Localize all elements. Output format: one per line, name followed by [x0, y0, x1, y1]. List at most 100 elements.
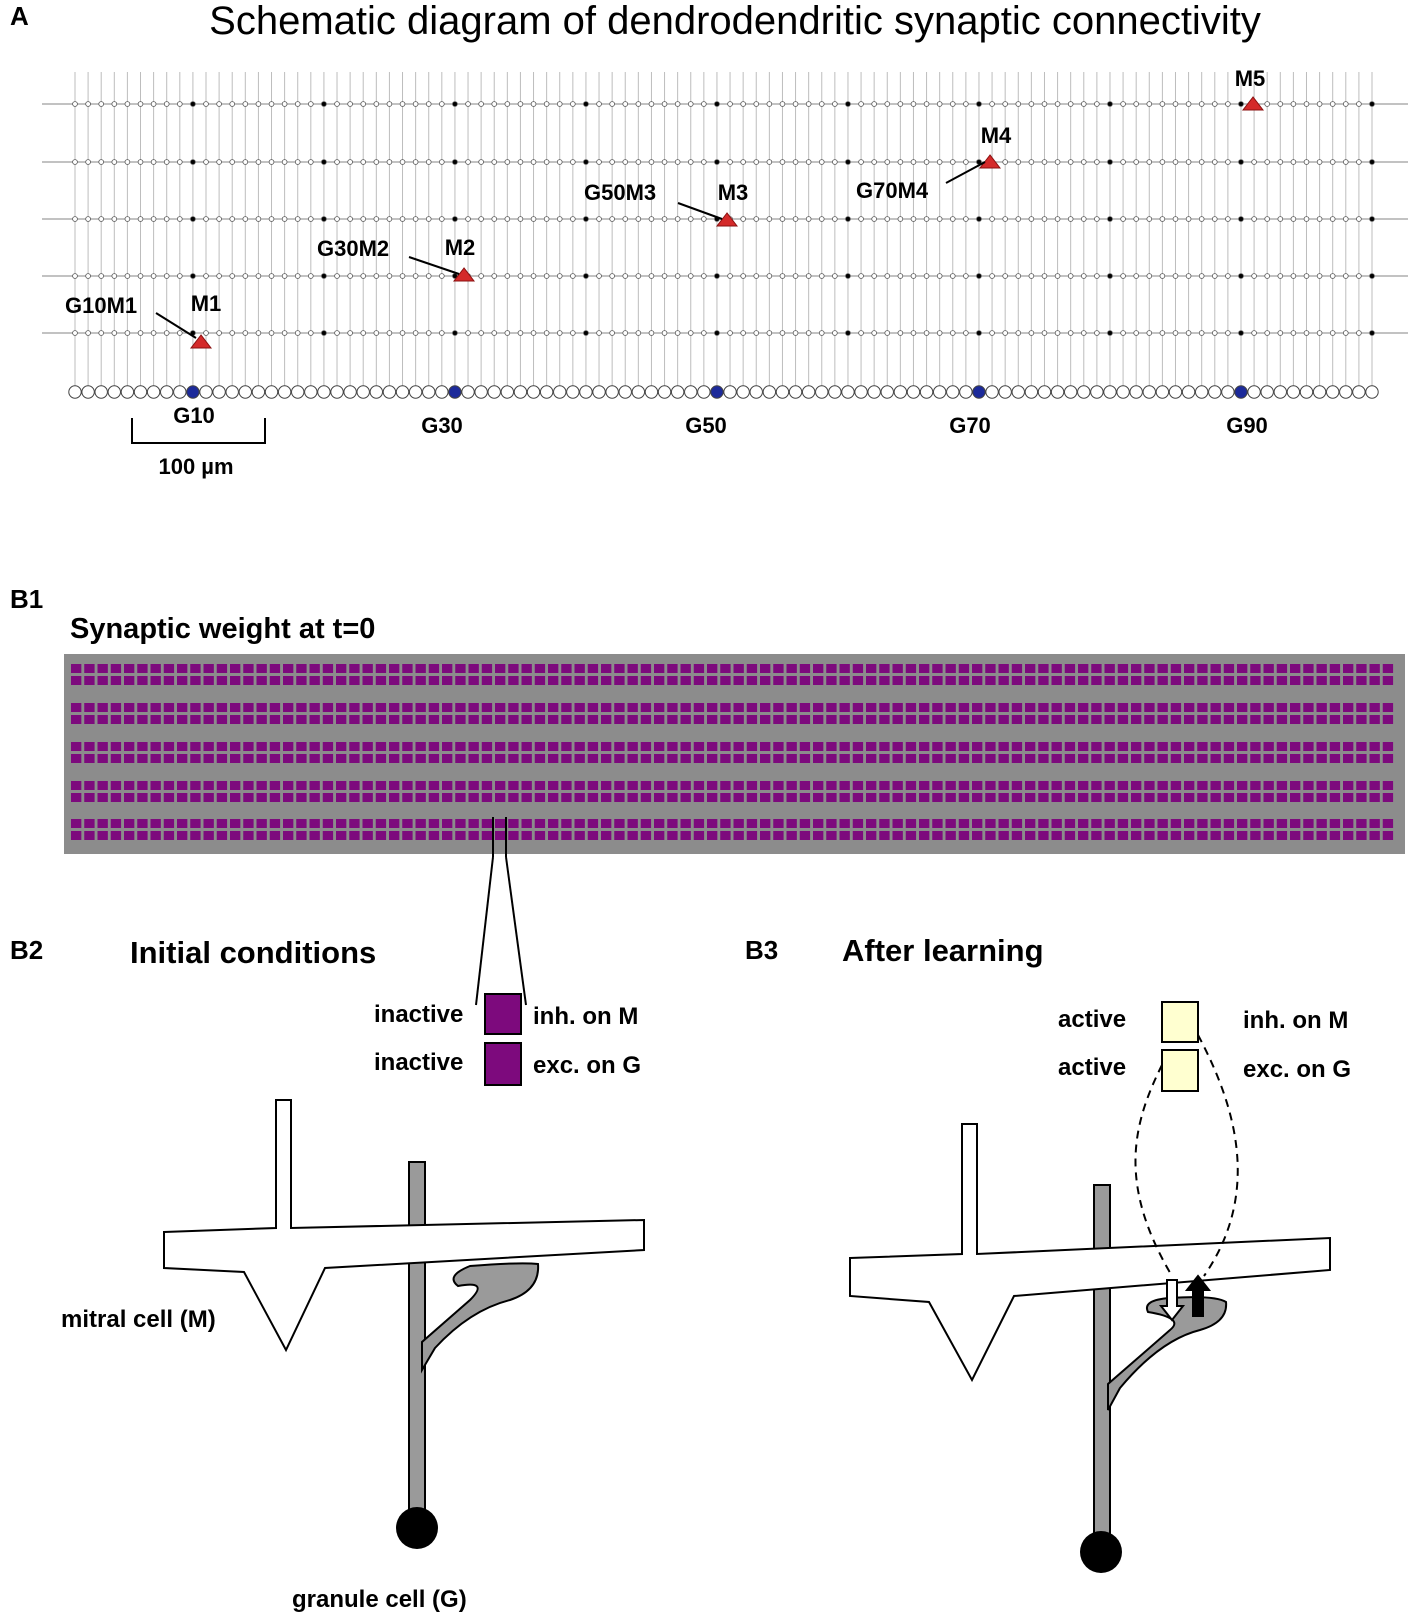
weight-cell-inh — [866, 664, 877, 673]
weight-cell-inh — [362, 781, 373, 790]
granule-cell — [775, 385, 790, 399]
weight-cell-exc — [84, 754, 95, 763]
synapse-node — [648, 273, 655, 279]
weight-cell-inh — [1011, 819, 1023, 828]
weight-cell-exc — [1025, 754, 1036, 763]
weight-cell-exc — [415, 831, 426, 840]
synapse-node — [85, 330, 91, 336]
synapse-node — [373, 216, 380, 222]
synapse-node — [871, 273, 877, 279]
weight-cell-exc — [375, 831, 387, 840]
synapse-node — [805, 101, 812, 107]
weight-cell-inh — [150, 742, 161, 751]
weight-cell-inh — [84, 703, 95, 712]
weight-cell-inh — [124, 742, 135, 751]
weight-cell-inh — [177, 819, 188, 828]
weight-cell-inh — [786, 742, 797, 751]
synapse-node — [1080, 101, 1087, 107]
synapse-node — [1329, 159, 1336, 165]
weight-cell-inh — [1316, 819, 1327, 828]
weight-cell-inh — [813, 781, 824, 790]
weight-cell-inh — [773, 819, 784, 828]
weight-cell-exc — [707, 831, 718, 840]
weight-cell-inh — [574, 664, 585, 673]
weight-cell-inh — [322, 703, 334, 712]
mitral-label-m1: M1 — [191, 291, 222, 316]
weight-cell-exc — [269, 715, 281, 724]
weight-cell-exc — [243, 676, 254, 685]
granule-cell — [985, 385, 999, 399]
weight-cell-exc — [1144, 831, 1155, 840]
weight-cell-inh — [707, 703, 718, 712]
synapse-node — [871, 159, 877, 165]
synapse-node — [635, 330, 642, 336]
weight-cell-exc — [230, 831, 241, 840]
synapse-node — [177, 159, 183, 165]
weight-cell-inh — [1290, 819, 1301, 828]
synapse-node — [714, 330, 720, 336]
weight-cell-exc — [468, 831, 479, 840]
weight-cell-exc — [839, 676, 850, 685]
weight-matrix-cells — [71, 664, 1394, 840]
weight-cell-exc — [243, 793, 254, 802]
b2-mitral-dendrite — [163, 1099, 645, 1353]
weight-cell-exc — [521, 715, 532, 724]
weight-cell-exc — [1329, 676, 1341, 685]
synapse-node — [465, 101, 471, 107]
panel-b3-title: After learning — [842, 933, 1044, 968]
synapse-node — [203, 273, 209, 279]
weight-cell-inh — [508, 703, 519, 712]
weight-cell-exc — [1369, 831, 1380, 840]
b3-row2-state: active — [1058, 1054, 1126, 1081]
synapse-node — [1356, 216, 1362, 222]
granule-label-g50: G50 — [685, 413, 727, 438]
synapse-node — [1185, 330, 1192, 336]
granule-cell — [1352, 385, 1366, 399]
granule-label-g70: G70 — [949, 413, 991, 438]
synapse-node — [1015, 159, 1022, 165]
weight-cell-inh — [1303, 703, 1314, 712]
synapse-node — [1329, 330, 1336, 336]
weight-cell-exc — [760, 793, 771, 802]
weight-cell-inh — [1011, 664, 1023, 673]
weight-cell-inh — [190, 781, 201, 790]
synapse-node — [910, 330, 917, 336]
synapse-node — [1172, 159, 1179, 165]
weight-cell-inh — [481, 819, 493, 828]
weight-cell-inh — [746, 664, 758, 673]
weight-cell-exc — [945, 831, 956, 840]
weight-cell-inh — [283, 781, 294, 790]
weight-cell-inh — [839, 664, 850, 673]
weight-cell-inh — [1210, 664, 1221, 673]
b3-inhibitory-arrow — [1158, 1279, 1186, 1322]
weight-cell-exc — [309, 754, 320, 763]
mitral-label-m5: M5 — [1235, 66, 1266, 91]
weight-cell-inh — [799, 781, 811, 790]
synapse-node — [1067, 273, 1074, 279]
weight-cell-exc — [1263, 793, 1274, 802]
synapse-node — [832, 330, 838, 336]
weight-cell-inh — [1250, 819, 1261, 828]
weight-cell-exc — [177, 831, 188, 840]
synapse-node — [281, 159, 288, 165]
synapse-node — [517, 216, 524, 222]
granule-cell — [1050, 385, 1065, 399]
b3-dashed-callout-right — [1197, 1034, 1239, 1277]
weight-cell-exc — [799, 676, 811, 685]
weight-cell-exc — [243, 754, 254, 763]
synapse-node — [1277, 330, 1284, 336]
synapse-node — [753, 216, 760, 222]
synapse-node — [229, 216, 236, 222]
weight-cell-exc — [919, 754, 930, 763]
synapse-node — [465, 159, 471, 165]
synapse-node — [150, 216, 157, 222]
weight-cell-inh — [468, 664, 479, 673]
weight-cell-inh — [1343, 819, 1354, 828]
weight-cell-exc — [972, 793, 983, 802]
synapse-node — [386, 159, 393, 165]
weight-cell-inh — [879, 703, 890, 712]
weight-cell-exc — [521, 754, 532, 763]
synapse-node — [530, 159, 537, 165]
weight-cell-exc — [243, 831, 254, 840]
weight-cell-exc — [389, 831, 400, 840]
